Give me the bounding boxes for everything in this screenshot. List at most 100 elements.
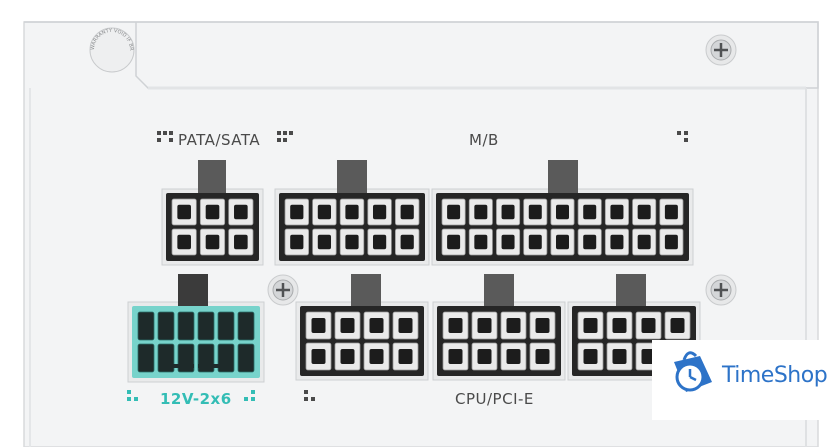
mb-18pin-pin-hole [501, 234, 515, 250]
cpu-pcie-8pin-3-latch [616, 274, 646, 309]
mb-10pin-pin-hole [317, 234, 332, 250]
cpu-pcie-8pin-3-pin-hole [612, 348, 627, 365]
cpu-pcie-8pin-2-connector [432, 274, 566, 381]
mb-10pin-pin-hole [400, 234, 414, 250]
gpu-12v-2x6-sense-pin [185, 364, 194, 368]
screw-mid-right [705, 274, 737, 306]
mb-18pin-pin-hole [474, 234, 488, 250]
mb-18pin-pin-hole [610, 204, 624, 220]
mb-18pin-pin-hole [528, 234, 542, 250]
mb-18pin-pin-hole [637, 234, 651, 250]
gpu-12v-2x6-pin [237, 343, 255, 373]
gpu-12v-2x6-sense-pin [211, 364, 220, 368]
mb-18pin-pin-hole [583, 234, 597, 250]
mb-10pin-pin-hole [290, 204, 304, 220]
cpu-pcie-8pin-1-pin-hole [311, 348, 326, 365]
mb-10pin-pin-hole [317, 204, 332, 220]
motherboard-label: M/B [469, 131, 499, 149]
pata-sata-6pin-connector [161, 160, 264, 266]
mb-18pin-pin-hole [501, 204, 515, 220]
cpu-pcie-8pin-2-pin-hole [477, 317, 492, 334]
mb-18pin-pin-hole [447, 234, 461, 250]
mb-10pin-connector [274, 160, 430, 266]
cpu-pcie-8pin-2-pin-hole [448, 348, 463, 365]
mb-18pin-pin-hole [664, 234, 678, 250]
mb-18pin-pin-hole [664, 204, 678, 220]
mb-18pin-pin-hole [610, 234, 624, 250]
mb-10pin-pin-hole [372, 234, 387, 250]
mb-18pin-pin-hole [583, 204, 597, 220]
mb-18pin-pin-hole [555, 204, 570, 220]
mb-10pin-pin-hole [345, 234, 359, 250]
gpu-12v-2x6-sense-pin [198, 364, 207, 368]
gpu-pin-icon-left [127, 390, 138, 401]
mb-10pin-pin-hole [400, 204, 414, 220]
cpu-pcie-8pin-3-pin-hole [612, 317, 627, 334]
mb-10pin-latch [337, 160, 367, 195]
pata-sata-6pin-latch [198, 160, 226, 195]
cpu-pcie-8pin-2-pin-hole [535, 317, 550, 334]
screw-mid-left [267, 274, 299, 306]
gpu-12v-2x6-pin [137, 311, 155, 341]
gpu-12v-2x6-pin [217, 311, 235, 341]
pata-pin-icon-left [157, 131, 173, 142]
mb-18pin-connector [431, 160, 694, 266]
gpu-12v-2x6-pin [197, 311, 215, 341]
gpu-12v-2x6-latch [178, 274, 208, 309]
cpu-pcie-8pin-1-pin-hole [398, 348, 413, 365]
cpu-pcie-8pin-2-pin-hole [506, 348, 521, 365]
screw-top-right [705, 34, 737, 66]
gpu-12v-2x6-pin [157, 311, 175, 341]
mb-18pin-pin-hole [637, 204, 651, 220]
pata-sata-label: PATA/SATA [178, 131, 261, 149]
cpu-pcie-8pin-1-pin-hole [369, 317, 384, 334]
gpu-12v-2x6-pin [137, 343, 155, 373]
cpu-pcie-8pin-1-pin-hole [369, 348, 384, 365]
gpu-12v-2x6-pin [237, 311, 255, 341]
cpu-pcie-8pin-1-connector [295, 274, 429, 381]
gpu-12v-2x6-pin [177, 311, 195, 341]
gpu-12v-2x6-pin [217, 343, 235, 373]
cpu-pcie-8pin-3-pin-hole [670, 317, 685, 334]
gpu-12v-2x6-pin [157, 343, 175, 373]
cpu-pcie-8pin-2-pin-hole [477, 348, 492, 365]
cpu-pcie-label: CPU/PCI-E [455, 390, 534, 408]
mb-10pin-pin-hole [345, 204, 359, 220]
gpu-12v-label: 12V-2x6 [160, 390, 232, 408]
gpu-12v-2x6-connector [127, 274, 265, 383]
mb-18pin-pin-hole [447, 204, 461, 220]
cpu-pcie-8pin-3-pin-hole [641, 317, 656, 334]
pata-sata-6pin-pin-hole [205, 204, 220, 220]
pata-sata-6pin-pin-hole [177, 234, 191, 250]
cpu-pcie-8pin-2-pin-hole [448, 317, 463, 334]
cpu-pcie-8pin-2-pin-hole [535, 348, 550, 365]
mb-pin-icon [677, 131, 688, 142]
pata-pin-icon-right [277, 131, 293, 142]
cpu-pcie-8pin-3-pin-hole [583, 348, 598, 365]
cpu-pcie-8pin-3-pin-hole [583, 317, 598, 334]
pata-sata-6pin-pin-hole [234, 234, 248, 250]
connector-group [127, 160, 701, 383]
mb-10pin-pin-hole [372, 204, 387, 220]
cpu-pcie-8pin-1-pin-hole [340, 348, 355, 365]
pata-sata-6pin-pin-hole [234, 204, 248, 220]
cpu-pcie-8pin-1-pin-hole [340, 317, 355, 334]
pata-sata-6pin-pin-hole [177, 204, 191, 220]
mb-18pin-latch [548, 160, 578, 195]
cpu-pcie-8pin-1-latch [351, 274, 381, 309]
mb-18pin-pin-hole [528, 204, 542, 220]
cpu-pin-icon [304, 390, 315, 401]
watermark-brand: TimeShop [722, 363, 828, 388]
mb-18pin-pin-hole [474, 204, 488, 220]
mb-18pin-pin-hole [555, 234, 570, 250]
cpu-pcie-8pin-2-pin-hole [506, 317, 521, 334]
cpu-pcie-8pin-2-latch [484, 274, 514, 309]
cpu-pcie-8pin-1-pin-hole [398, 317, 413, 334]
pata-sata-6pin-pin-hole [205, 234, 220, 250]
gpu-pin-icon-right [244, 390, 255, 401]
mb-10pin-pin-hole [290, 234, 304, 250]
gpu-12v-2x6-sense-pin [172, 364, 181, 368]
cpu-pcie-8pin-1-pin-hole [311, 317, 326, 334]
